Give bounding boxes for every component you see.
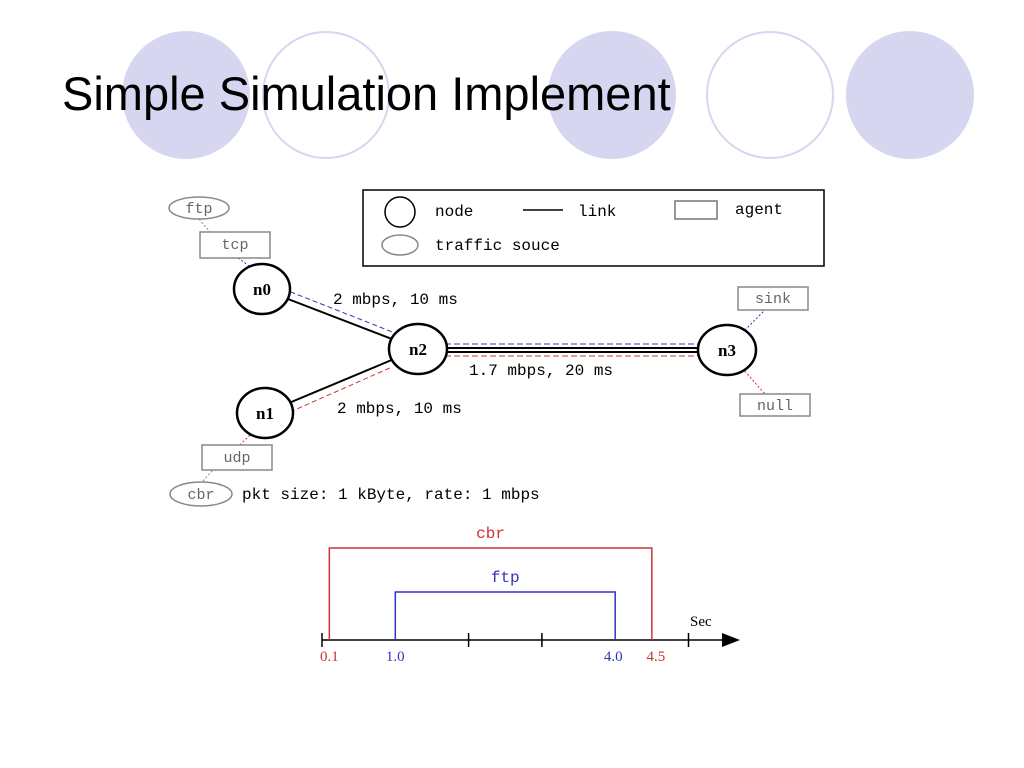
agent-null [739, 393, 811, 417]
node-n0 [232, 262, 292, 316]
legend-node: node [435, 203, 473, 221]
traffic-source-cbr [169, 481, 233, 507]
legend: node link agent traffic souce [362, 189, 825, 267]
cbr-interval-label: cbr [476, 525, 505, 543]
cbr-flow-n1-n2 [289, 366, 393, 413]
agent-legend-icon [674, 200, 718, 220]
decor-circle-outline [706, 31, 834, 159]
node-n3 [696, 323, 758, 377]
ftp-end-label: 4.0 [604, 649, 623, 665]
slide-title: Simple Simulation Implement [62, 67, 671, 120]
cbr-interval [328, 547, 653, 640]
agent-udp-label: udp [223, 450, 250, 467]
agent-tcp-label: tcp [221, 237, 248, 254]
node-label-n1: n1 [256, 404, 274, 423]
node-n1 [235, 386, 295, 440]
decor-circle-outline [262, 31, 390, 159]
cbr-end-label: 4.5 [646, 649, 665, 665]
links [198, 218, 766, 482]
agent-sink-label: sink [755, 291, 791, 308]
decor-circle-filled [122, 31, 250, 159]
traffic-source-ftp [168, 196, 230, 220]
agent-udp [201, 444, 273, 471]
traffic-source-legend-icon [381, 234, 419, 256]
axis-arrow-icon [722, 633, 740, 647]
agent-null-label: null [757, 398, 793, 415]
cbr-start-label: 0.1 [320, 649, 339, 665]
node-n2 [387, 322, 449, 376]
decor-circle-filled [548, 31, 676, 159]
link-label-n1-n2: 2 mbps, 10 ms [337, 400, 462, 418]
legend-traffic-source: traffic souce [435, 237, 560, 255]
traffic-source-cbr-label: cbr [187, 487, 214, 504]
link-label-n0-n2: 2 mbps, 10 ms [333, 291, 458, 309]
node-label-n2: n2 [409, 340, 427, 359]
legend-link: link [578, 203, 616, 221]
timeline-chart: Sec cbr 0.1 4.5 ftp 1.0 4.0 [320, 525, 740, 665]
traffic-source-ftp-label: ftp [185, 201, 212, 218]
agent-tcp [199, 231, 271, 259]
ftp-start-label: 1.0 [386, 649, 405, 665]
agent-sink [737, 286, 809, 311]
node-legend-icon [384, 196, 416, 228]
node-label-n3: n3 [718, 341, 736, 360]
decor-circle-filled [846, 31, 974, 159]
node-label-n0: n0 [253, 280, 271, 299]
axis-label: Sec [690, 614, 712, 630]
legend-agent: agent [735, 201, 783, 219]
ftp-interval-label: ftp [491, 569, 520, 587]
cbr-info: pkt size: 1 kByte, rate: 1 mbps [242, 486, 540, 504]
link-label-n2-n3: 1.7 mbps, 20 ms [469, 362, 613, 380]
ftp-interval [394, 591, 616, 640]
